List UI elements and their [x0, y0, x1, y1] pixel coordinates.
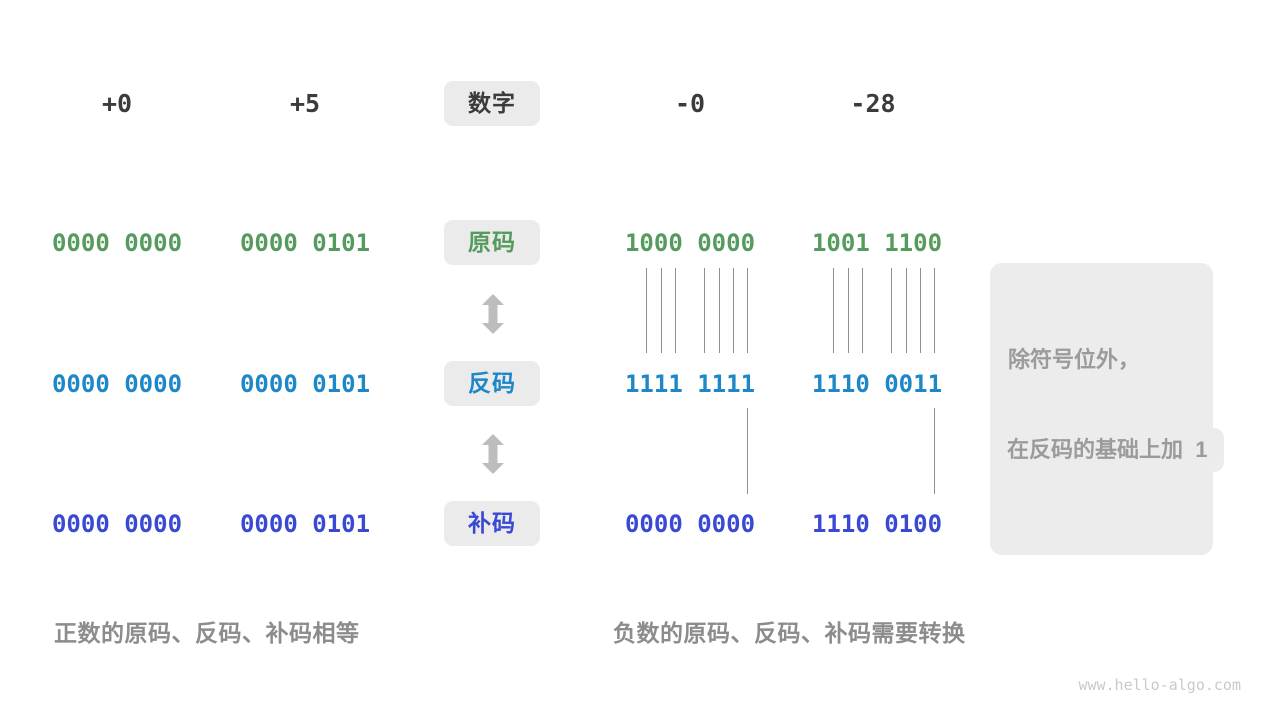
label-ones-complement: 反码 [444, 361, 540, 406]
sign-magnitude-pos-five: 0000 0101 [239, 229, 371, 257]
ones-complement-neg-28: 1110 0011 [811, 370, 943, 398]
label-twos-complement: 补码 [444, 501, 540, 546]
add-one-line-neg-zero [747, 408, 748, 494]
caption-negative-numbers: 负数的原码、反码、补码需要转换 [613, 620, 966, 646]
annotation-invert-line1: 除符号位外， [1008, 347, 1141, 372]
label-number: 数字 [444, 81, 540, 126]
twos-complement-pos-five: 0000 0101 [239, 510, 371, 538]
annotation-invert-bits: 除符号位外， 对其余所有位取反 [990, 263, 1213, 555]
ones-complement-pos-zero: 0000 0000 [51, 370, 183, 398]
ones-complement-pos-five: 0000 0101 [239, 370, 371, 398]
bit-invert-lines-neg-28 [812, 268, 942, 353]
annotation-add-one: 在反码的基础上加 1 [990, 428, 1225, 472]
sign-magnitude-pos-zero: 0000 0000 [51, 229, 183, 257]
twos-complement-pos-zero: 0000 0000 [51, 510, 183, 538]
bit-invert-lines-neg-zero [625, 268, 755, 353]
number-neg-zero: -0 [674, 89, 706, 118]
caption-positive-numbers: 正数的原码、反码、补码相等 [54, 620, 360, 646]
updown-arrow-icon [481, 434, 505, 474]
add-one-line-neg-28 [934, 408, 935, 494]
number-neg-28: -28 [850, 89, 896, 118]
updown-arrow-icon [481, 294, 505, 334]
sign-magnitude-neg-28: 1001 1100 [811, 229, 943, 257]
watermark-hello-algo: www.hello-algo.com [1078, 676, 1241, 694]
twos-complement-neg-zero: 0000 0000 [624, 510, 756, 538]
label-sign-magnitude: 原码 [444, 220, 540, 265]
number-pos-zero: +0 [101, 89, 133, 118]
ones-complement-neg-zero: 1111 1111 [624, 370, 756, 398]
sign-magnitude-neg-zero: 1000 0000 [624, 229, 756, 257]
number-pos-five: +5 [289, 89, 321, 118]
twos-complement-neg-28: 1110 0100 [811, 510, 943, 538]
